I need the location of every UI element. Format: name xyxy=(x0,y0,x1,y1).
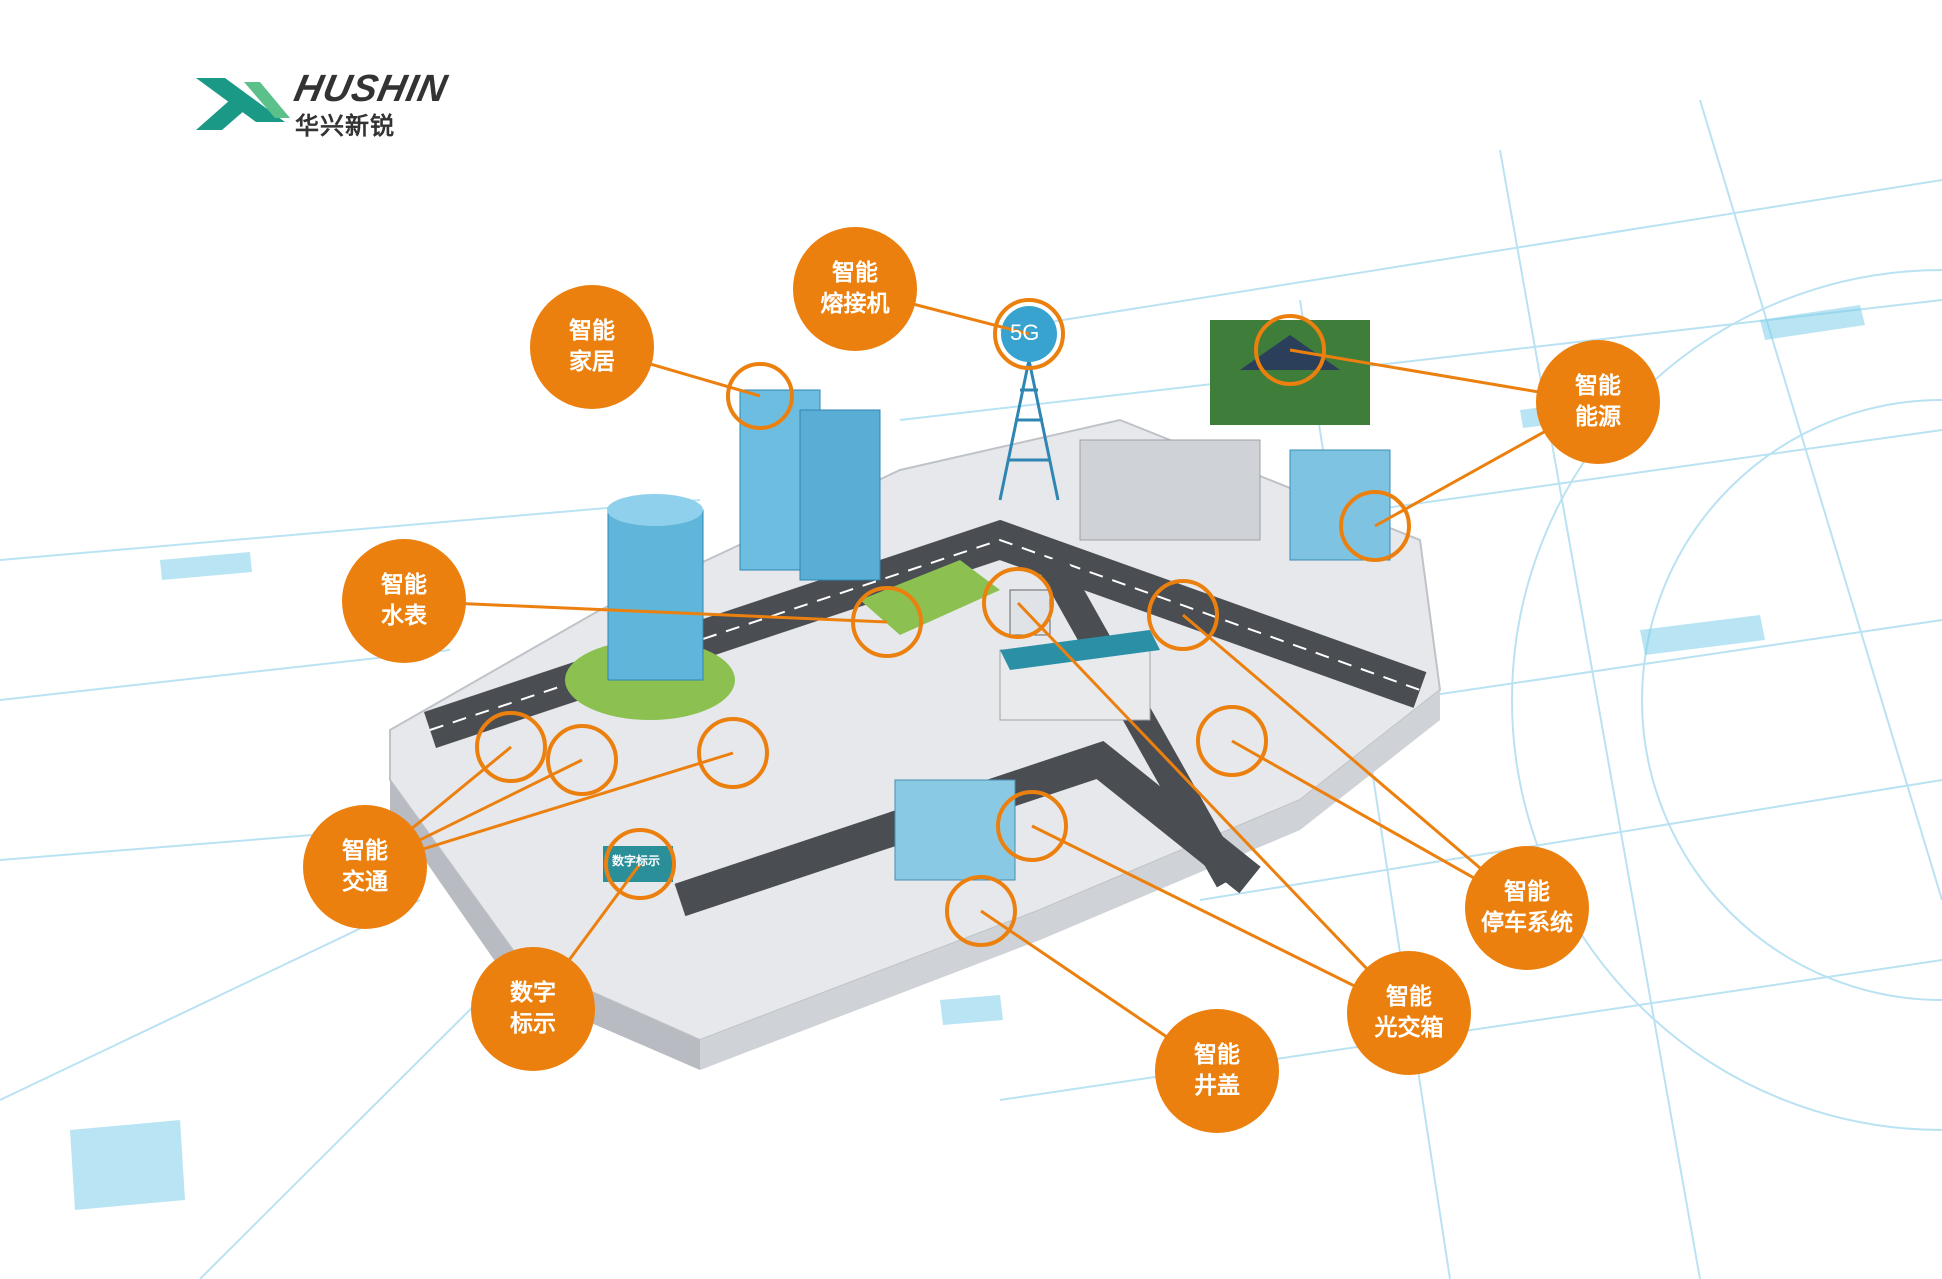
marker-parking-1 xyxy=(1147,579,1219,651)
marker-water-meter xyxy=(851,586,923,658)
callout-line2: 标示 xyxy=(510,1011,556,1037)
marker-traffic-1 xyxy=(475,711,547,783)
callout-smart-fiber-box: 智能光交箱 xyxy=(1347,951,1471,1075)
marker-manhole-1 xyxy=(945,875,1017,947)
callout-line2: 交通 xyxy=(342,869,388,895)
marker-traffic-3 xyxy=(697,717,769,789)
callout-line2: 家居 xyxy=(569,349,615,375)
marker-traffic-2 xyxy=(546,724,618,796)
marker-parking-2 xyxy=(1196,705,1268,777)
callout-line1: 智能 xyxy=(342,838,388,864)
callout-line1: 智能 xyxy=(381,572,427,598)
marker-rings xyxy=(475,298,1411,947)
callout-line1: 智能 xyxy=(832,260,878,286)
digital-sign-text: 数字标示 xyxy=(612,854,661,868)
marker-home xyxy=(726,362,794,430)
callout-smart-manhole: 智能井盖 xyxy=(1155,1009,1279,1133)
marker-fiber-box xyxy=(982,567,1054,639)
callout-smart-traffic: 智能交通 xyxy=(303,805,427,929)
callout-smart-fusion-splicer: 智能熔接机 xyxy=(793,227,917,351)
callout-line1: 智能 xyxy=(569,318,615,344)
company-logo: HUSHIN 华兴新锐 xyxy=(195,68,505,140)
callout-line2: 井盖 xyxy=(1194,1073,1240,1099)
callout-line1: 智能 xyxy=(1194,1042,1240,1068)
callout-smart-parking: 智能停车系统 xyxy=(1465,846,1589,970)
callout-line2: 熔接机 xyxy=(820,291,890,317)
marker-sign xyxy=(604,828,676,900)
marker-energy-meter xyxy=(1339,490,1411,562)
callout-line1: 智能 xyxy=(1575,373,1621,399)
logo-chinese: 华兴新锐 xyxy=(295,112,395,140)
callout-smart-water-meter: 智能水表 xyxy=(342,539,466,663)
logo-english: HUSHIN xyxy=(290,68,452,110)
logo-mark-icon xyxy=(196,78,290,130)
callout-line1: 智能 xyxy=(1504,879,1550,905)
callout-smart-home: 智能家居 xyxy=(530,285,654,409)
callout-line1: 智能 xyxy=(1386,984,1432,1010)
marker-5g xyxy=(993,298,1065,370)
buildings xyxy=(603,320,1391,882)
callout-digital-signage: 数字标示 xyxy=(471,947,595,1071)
marker-solar xyxy=(1254,314,1326,386)
callout-line1: 数字 xyxy=(510,980,556,1006)
5g-label: 5G xyxy=(1010,320,1040,345)
callout-smart-energy: 智能能源 xyxy=(1536,340,1660,464)
callout-line2: 停车系统 xyxy=(1481,910,1573,936)
callout-line2: 水表 xyxy=(381,603,427,629)
callout-line2: 能源 xyxy=(1575,404,1621,430)
callout-line2: 光交箱 xyxy=(1374,1015,1444,1041)
marker-manhole-2 xyxy=(996,790,1068,862)
